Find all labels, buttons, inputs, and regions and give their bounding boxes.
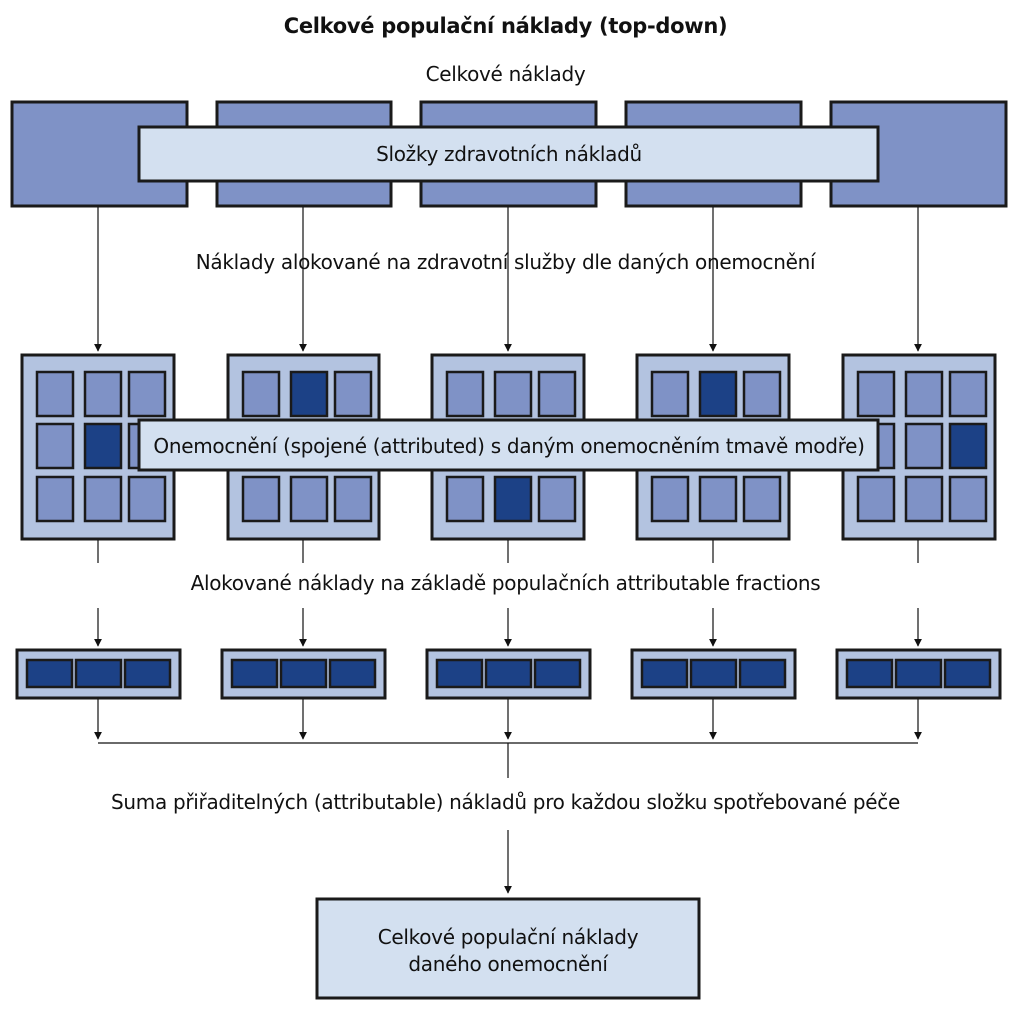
allocated-cost-cell <box>328 658 377 689</box>
allocated-costs-row <box>15 648 1002 700</box>
allocated-services-caption: Náklady alokované na zdravotní služby dl… <box>195 250 816 274</box>
disease-cell <box>35 422 75 470</box>
disease-cell <box>537 475 577 523</box>
disease-cell <box>333 475 373 523</box>
disease-cell <box>445 370 485 418</box>
allocated-cost-cell <box>279 658 328 689</box>
disease-cell-highlighted <box>83 422 123 470</box>
total-costs-caption: Celkové náklady <box>425 62 586 86</box>
allocated-cost-cell <box>74 658 123 689</box>
disease-cell <box>35 370 75 418</box>
result-label-line-2: daného onemocnění <box>408 952 608 976</box>
allocated-cost-cell <box>484 658 533 689</box>
disease-cell <box>904 475 944 523</box>
allocated-cost-cell <box>894 658 943 689</box>
disease-cell <box>289 475 329 523</box>
result-box <box>315 897 701 1000</box>
disease-cell <box>742 475 782 523</box>
cost-components-band-box <box>137 125 880 183</box>
result-label-line-1: Celkové populační náklady <box>377 925 639 949</box>
disease-cell <box>948 475 988 523</box>
disease-cell <box>127 370 167 418</box>
disease-cell-highlighted <box>289 370 329 418</box>
disease-cell <box>83 475 123 523</box>
disease-cell <box>650 475 690 523</box>
allocated-cost-cell <box>25 658 74 689</box>
disease-cell <box>948 370 988 418</box>
allocated-cost-cell <box>435 658 484 689</box>
disease-cell <box>241 370 281 418</box>
summation-connector <box>94 699 922 894</box>
allocated-cost-cell <box>123 658 172 689</box>
disease-cell <box>904 422 944 470</box>
disease-cell <box>856 475 896 523</box>
diseases-band <box>137 418 880 472</box>
disease-cell-highlighted <box>698 370 738 418</box>
disease-cell <box>698 475 738 523</box>
diseases-band-box <box>137 418 880 472</box>
disease-cell <box>445 475 485 523</box>
allocated-cost-cell <box>230 658 279 689</box>
allocated-cost-cell <box>533 658 582 689</box>
disease-cell <box>742 370 782 418</box>
allocated-cost-cell <box>845 658 894 689</box>
allocated-cost-cell <box>943 658 992 689</box>
health-cost-components-label: Složky zdravotních nákladů <box>376 142 642 166</box>
disease-cell <box>333 370 373 418</box>
disease-cell <box>241 475 281 523</box>
result-label: Celkové populační náklady daného onemocn… <box>318 924 698 978</box>
disease-cell <box>856 370 896 418</box>
allocated-cost-cell <box>640 658 689 689</box>
disease-cell <box>537 370 577 418</box>
attributable-fractions-caption: Alokované náklady na základě populačních… <box>190 571 821 595</box>
result-box-rect <box>315 897 701 1000</box>
disease-cell-highlighted <box>948 422 988 470</box>
disease-cell <box>904 370 944 418</box>
arrows-to-allocated-costs <box>94 540 922 647</box>
allocated-cost-cell <box>738 658 787 689</box>
disease-cell-highlighted <box>493 475 533 523</box>
cost-components-band <box>137 125 880 183</box>
diagram-title: Celkové populační náklady (top-down) <box>283 14 728 38</box>
disease-cell <box>127 475 167 523</box>
disease-cell <box>650 370 690 418</box>
arrows-to-disease-grids <box>94 207 922 352</box>
diseases-label: Onemocnění (spojené (attributed) s daným… <box>153 434 865 458</box>
disease-cell <box>35 475 75 523</box>
disease-cell <box>493 370 533 418</box>
disease-cell <box>83 370 123 418</box>
allocated-cost-cell <box>689 658 738 689</box>
sum-attributable-caption: Suma přiřaditelných (attributable) nákla… <box>111 790 900 814</box>
